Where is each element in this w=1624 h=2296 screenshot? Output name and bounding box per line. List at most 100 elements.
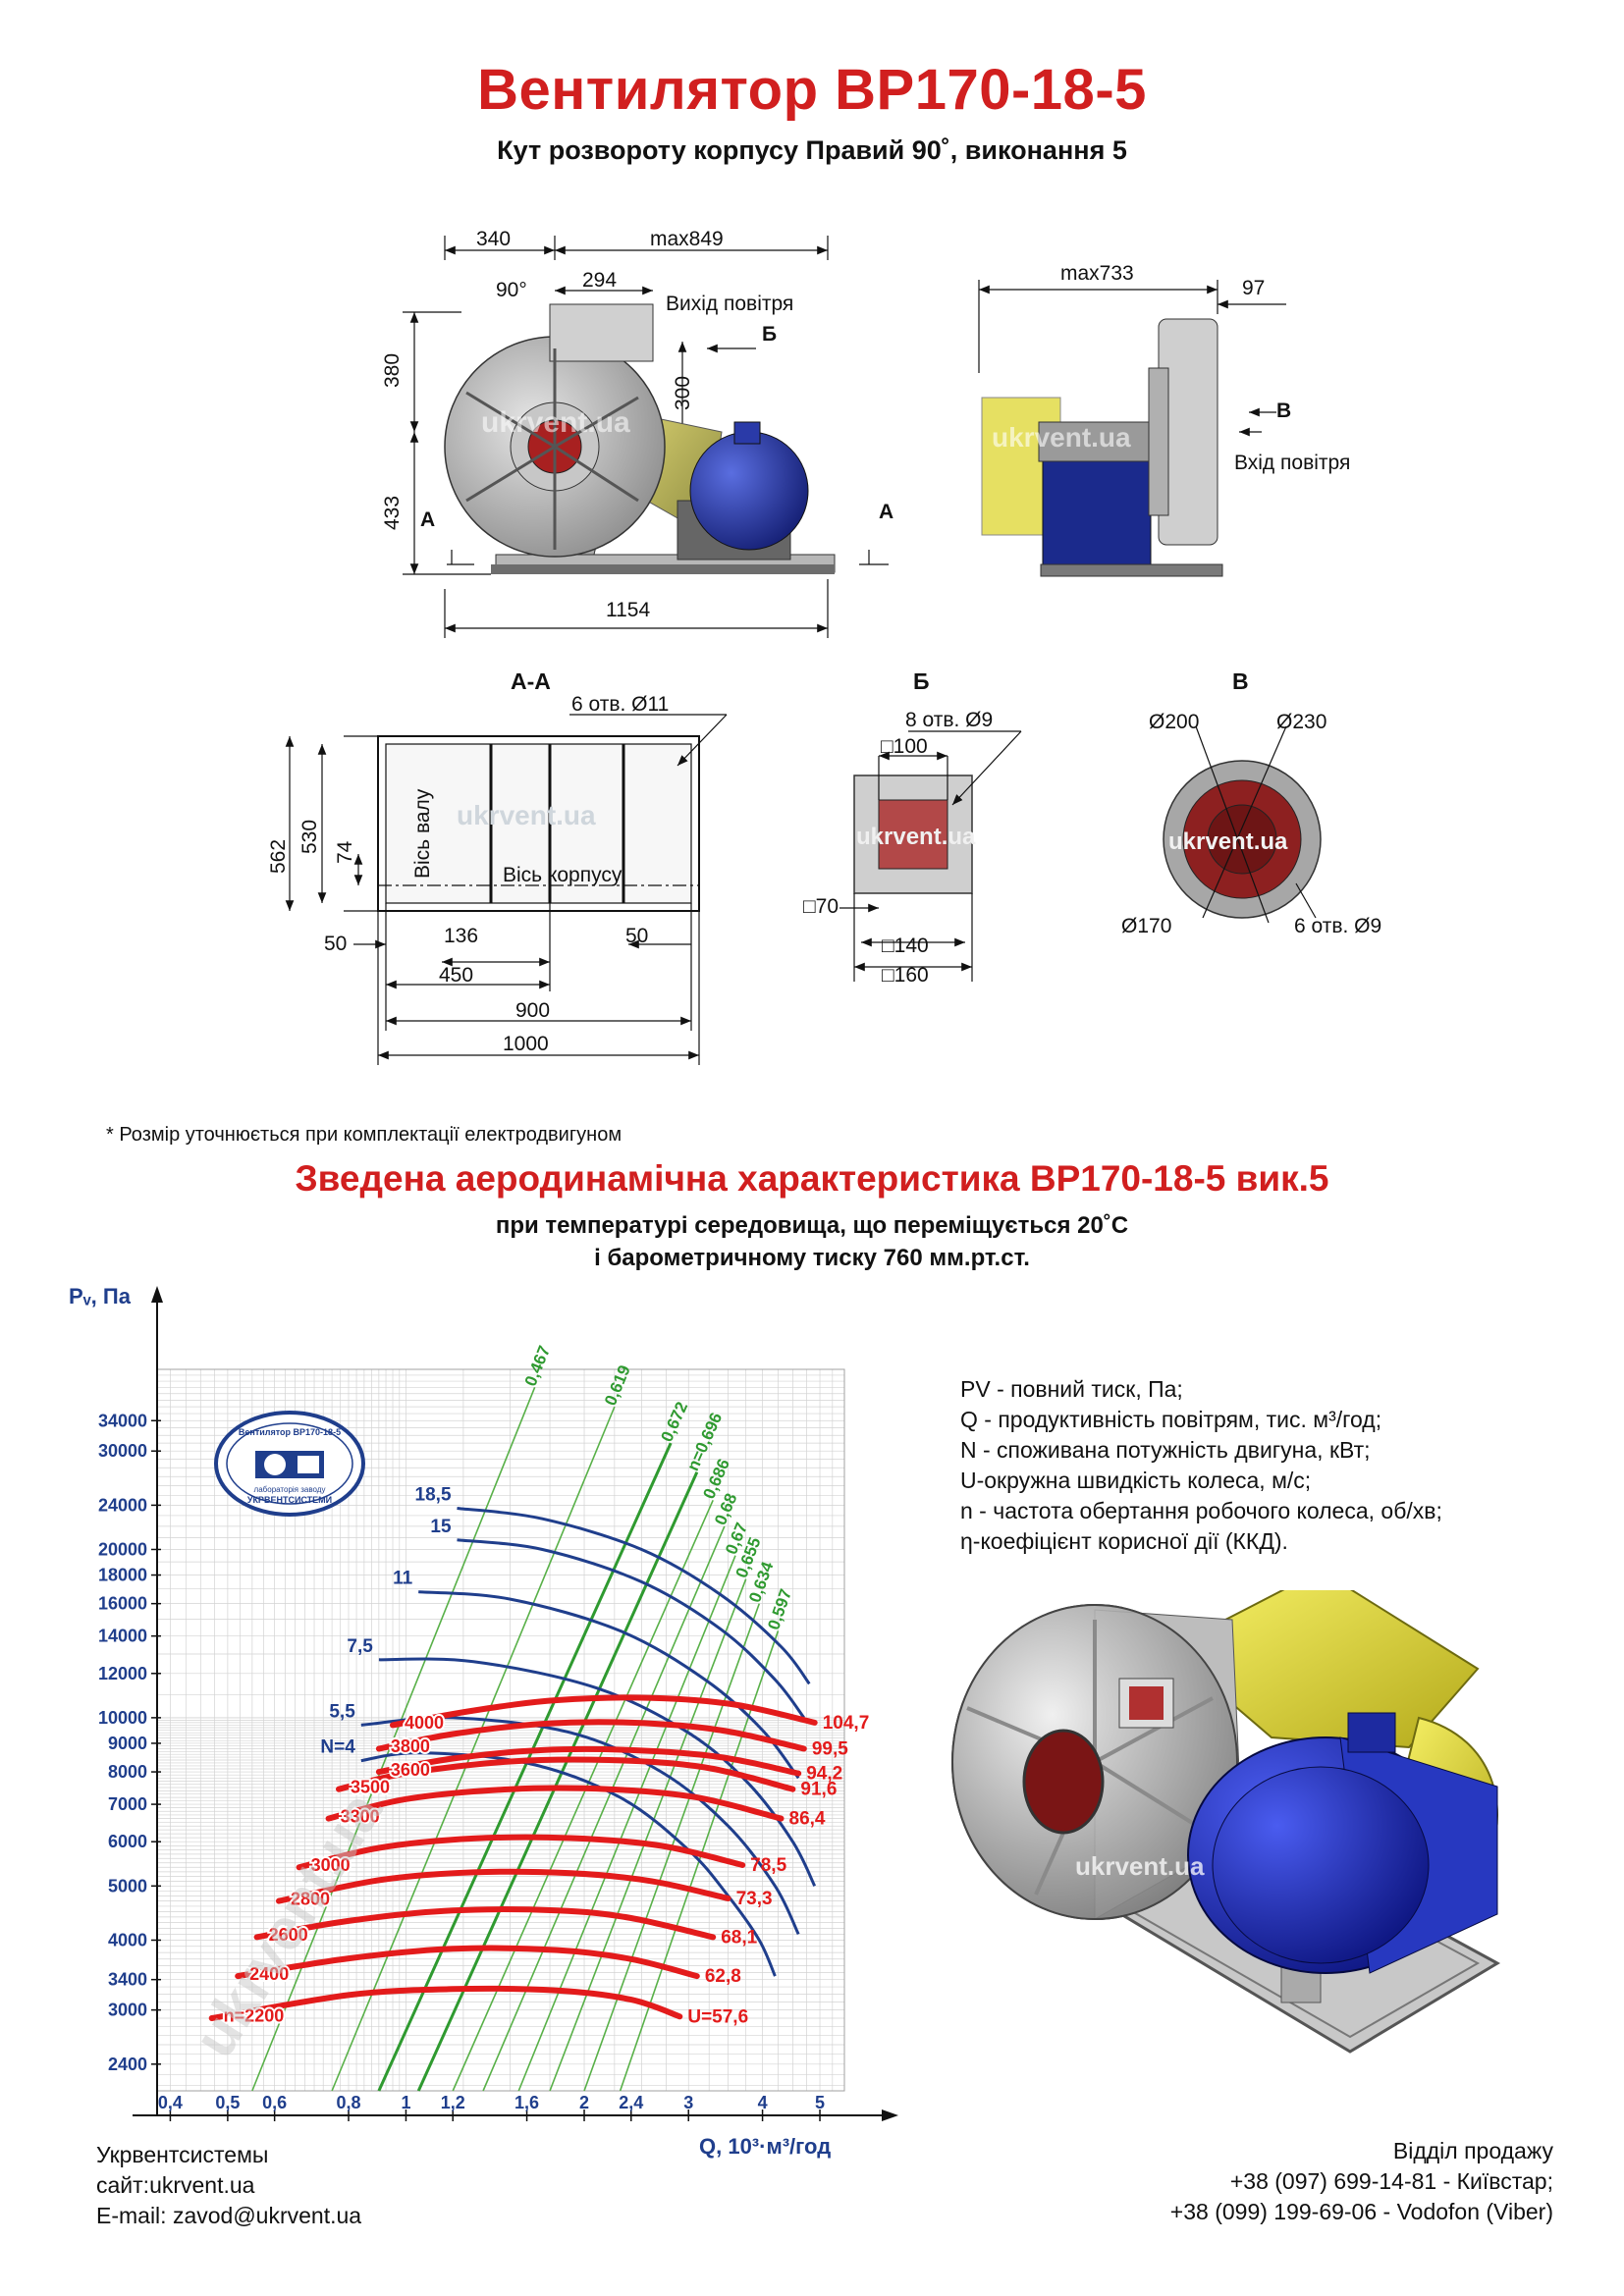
speed-curve-u-label: 78,5 [750,1855,786,1876]
speed-curve [208,1985,683,2021]
front-section-a-right: А [879,501,893,523]
speed-curve-u-label: 94,2 [806,1764,842,1785]
front-dim-90deg: 90° [496,279,527,301]
front-arrow-b: Б [762,323,777,346]
efficiency-ray [549,1578,747,2092]
x-tick-label: 4 [758,2093,768,2112]
footer-site[interactable]: сайт:ukrvent.ua [96,2172,255,2198]
footer-sales-block: Відділ продажу +38 (097) 699-14-81 - Киї… [1170,2136,1553,2227]
view-v-title: В [1232,668,1249,694]
speed-curve-u-label: 68,1 [721,1927,757,1948]
front-dim-380: 380 [381,353,404,388]
speed-curve-rpm-label: 2400 [249,1964,289,1984]
speed-curve-rpm-label: 3800 [391,1736,430,1756]
speed-curve-u-label: 91,6 [800,1780,837,1800]
x-tick-label: 1,6 [514,2093,539,2112]
page-title: Вентилятор ВР170-18-5 [477,58,1147,122]
view-b-dim-100: □100 [881,735,928,758]
front-dim-433: 433 [381,496,404,530]
section-aa-dim-74: 74 [334,840,356,864]
x-tick-label: 0,8 [336,2093,360,2112]
badge-top: Вентилятор ВР170-18-5 [239,1427,341,1437]
chart-xlabel: Q, 10³·м³/год [699,2134,831,2159]
x-tick-label: 3 [683,2093,693,2112]
legend-item: n - частота обертання робочого колеса, о… [960,1498,1442,1523]
y-tick-label: 2400 [108,2055,147,2074]
speed-curve [253,1906,717,1941]
footer-phone-2[interactable]: +38 (099) 199-69-06 - Vodofon (Viber) [1169,2199,1553,2224]
x-tick-label: 0,6 [262,2093,287,2112]
section-aa-shaft-axis: Вісь валу [411,788,434,879]
speed-curve-rpm-label: 3300 [341,1806,380,1826]
y-tick-label: 8000 [108,1762,147,1782]
efficiency-ray [452,1499,714,2092]
power-curve [457,1538,806,1719]
footer-phone-1[interactable]: +38 (097) 699-14-81 - Київстар; [1229,2168,1553,2194]
section-aa-body-axis: Вісь корпусу [503,864,623,886]
view-b-dim-160: □160 [882,964,929,987]
footer-sales-title: Відділ продажу [1392,2138,1553,2163]
speed-curve [375,1719,807,1752]
aero-conditions-line1: при температурі середовища, що переміщує… [495,1212,1129,1239]
side-view-body [981,318,1223,577]
section-aa-dim-530: 530 [298,820,321,854]
x-tick-label: 5 [815,2093,825,2112]
x-axis-arrow [882,2109,898,2121]
speed-curve-u-label: 73,3 [736,1889,773,1909]
speed-curve [296,1834,746,1871]
front-dim-294: 294 [582,269,617,292]
legend-item: η-коефіцієнт корисної дії (ККД). [960,1528,1288,1554]
side-arrow-v: В [1276,400,1291,422]
section-aa-dim-450: 450 [439,964,473,987]
footer-company-block: Укрвентсистемы сайт:ukrvent.ua E-mail: z… [96,2140,361,2231]
view-b-drawing [839,730,1022,982]
front-dim-340: 340 [476,228,511,250]
view-v-holes: 6 отв. Ø9 [1294,915,1381,937]
speed-curve-u-label: 99,5 [812,1738,848,1759]
badge-bottom: УКРВЕНТСИСТЕМИ [247,1495,332,1505]
speed-curve-rpm-label: 4000 [405,1713,444,1733]
power-curve [418,1590,800,1780]
front-dim-300: 300 [672,376,694,410]
footer-email[interactable]: E-mail: zavod@ukrvent.ua [96,2203,362,2228]
chart-ticks: 2400300034004000500060007000800090001000… [98,1411,825,2121]
speed-curve-rpm-label: n=2200 [224,2006,285,2026]
side-watermark: ukrvent.ua [992,422,1131,453]
legend-item: Q - продуктивність повітрям, тис. м³/год… [960,1407,1382,1432]
power-curve-label: 5,5 [329,1701,355,1722]
y-axis-arrow [151,1286,163,1303]
section-aa-drawing [285,714,728,1065]
view-b-dim-140: □140 [882,934,929,957]
power-curve-label: 18,5 [415,1484,452,1505]
chart-badge: Вентилятор ВР170-18-5 лабораторія заводу… [214,1411,365,1517]
aero-title: Зведена аеродинамічна характеристика ВР1… [295,1158,1329,1199]
y-tick-label: 7000 [108,1794,147,1814]
speed-curve-rpm-label: 2800 [291,1889,330,1908]
view-v-d230: Ø230 [1276,711,1326,733]
efficiency-ray-label: 0,467 [521,1343,554,1389]
speed-curve [336,1756,796,1792]
speed-curve-u-label: 62,8 [705,1966,741,1987]
section-aa-holes: 6 отв. Ø11 [571,693,669,716]
section-aa-title: А-А [511,668,551,694]
front-section-a-left: А [420,508,435,531]
y-tick-label: 12000 [98,1664,147,1683]
y-tick-label: 20000 [98,1539,147,1559]
power-curve-label: N=4 [320,1737,355,1758]
speed-curve [276,1868,731,1904]
side-dim-97: 97 [1242,277,1265,299]
speed-curve-rpm-label: 3600 [391,1760,430,1780]
technical-drawings: 340 max849 90° 294 Вихід повітря Б 380 3… [267,228,1381,1065]
y-tick-label: 9000 [108,1734,147,1753]
y-tick-label: 6000 [108,1832,147,1851]
front-dim-1154: 1154 [606,599,650,621]
power-curve-label: 15 [430,1517,452,1537]
front-air-out: Вихід повітря [666,293,793,315]
y-tick-label: 4000 [108,1930,147,1949]
view-v-d200: Ø200 [1149,711,1199,733]
section-aa-dim-1000: 1000 [503,1033,549,1055]
speed-curve-u-label: 104,7 [823,1713,870,1734]
legend-item: U-окружна швидкість колеса, м/с; [960,1468,1312,1493]
view-b-holes: 8 отв. Ø9 [905,709,993,731]
